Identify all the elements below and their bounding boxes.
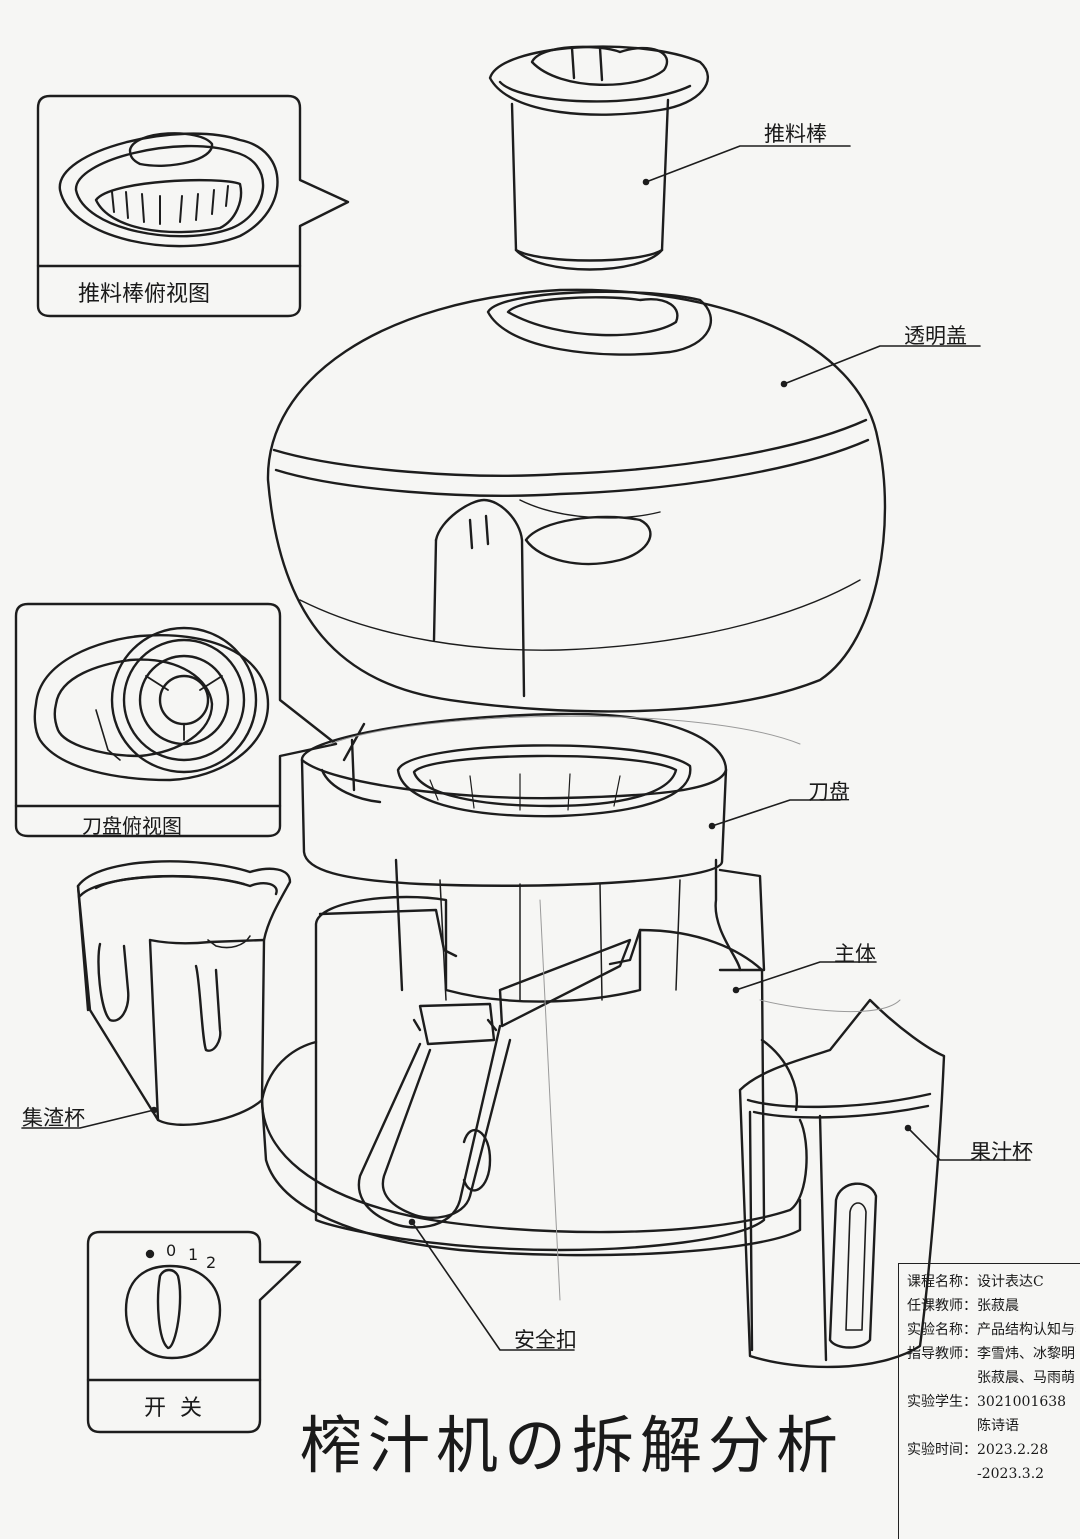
info-experiment: 实验名称：产品结构认知与表达 (907, 1322, 1076, 1338)
cover-drawing (266, 288, 887, 713)
info-teacher: 任课教师：张菽晨 (907, 1298, 1019, 1314)
label-blade-disc: 刀盘 (808, 780, 850, 804)
switch-dial-2: 2 (206, 1253, 216, 1272)
label-juice-cup: 果汁杯 (970, 1140, 1033, 1164)
safety-clip-drawing (357, 938, 632, 1229)
label-residue-cup: 集渣杯 (22, 1106, 85, 1130)
switch-dial-0: 0 (166, 1241, 176, 1260)
info-advisors-2: 张菽晨、马雨萌 (977, 1370, 1075, 1386)
info-time-1: 实验时间：2023.2.28 (907, 1442, 1049, 1458)
pusher-top-view-callout (36, 94, 350, 318)
pusher-drawing (488, 45, 709, 271)
info-student-id: 实验学生：3021001638 (907, 1394, 1067, 1410)
construction-lines (329, 715, 901, 1301)
info-advisors-1: 指导教师：李雪炜、冰黎明、 (907, 1346, 1076, 1362)
label-safety-clip: 安全扣 (514, 1328, 577, 1352)
info-course: 课程名称：设计表达C (907, 1274, 1044, 1290)
switch-callout (86, 1230, 302, 1434)
caption-pusher-top-view: 推料棒俯视图 (78, 282, 211, 307)
caption-blade-disc-top-view: 刀盘俯视图 (82, 814, 182, 838)
label-pusher: 推料棒 (764, 122, 827, 146)
main-body-drawing (260, 858, 808, 1257)
blade-disc-drawing (300, 712, 728, 887)
info-student-name: 陈诗语 (977, 1418, 1019, 1434)
blade-disc-top-view-callout (14, 602, 338, 838)
label-cover: 透明盖 (904, 324, 967, 348)
label-main-body: 主体 (834, 942, 876, 966)
info-time-2: -2023.3.2 (977, 1466, 1045, 1482)
switch-dial-1: 1 (188, 1245, 198, 1264)
caption-switch: 开关 (144, 1396, 217, 1421)
page-title: 榨汁机の拆解分析 (300, 1409, 845, 1482)
residue-cup-drawing (76, 860, 292, 1126)
leader-lines (21, 145, 1031, 1351)
info-block: 课程名称：设计表达C 任课教师：张菽晨 实验名称：产品结构认知与表达 指导教师：… (898, 1263, 1080, 1539)
juice-cup-drawing (738, 998, 946, 1369)
